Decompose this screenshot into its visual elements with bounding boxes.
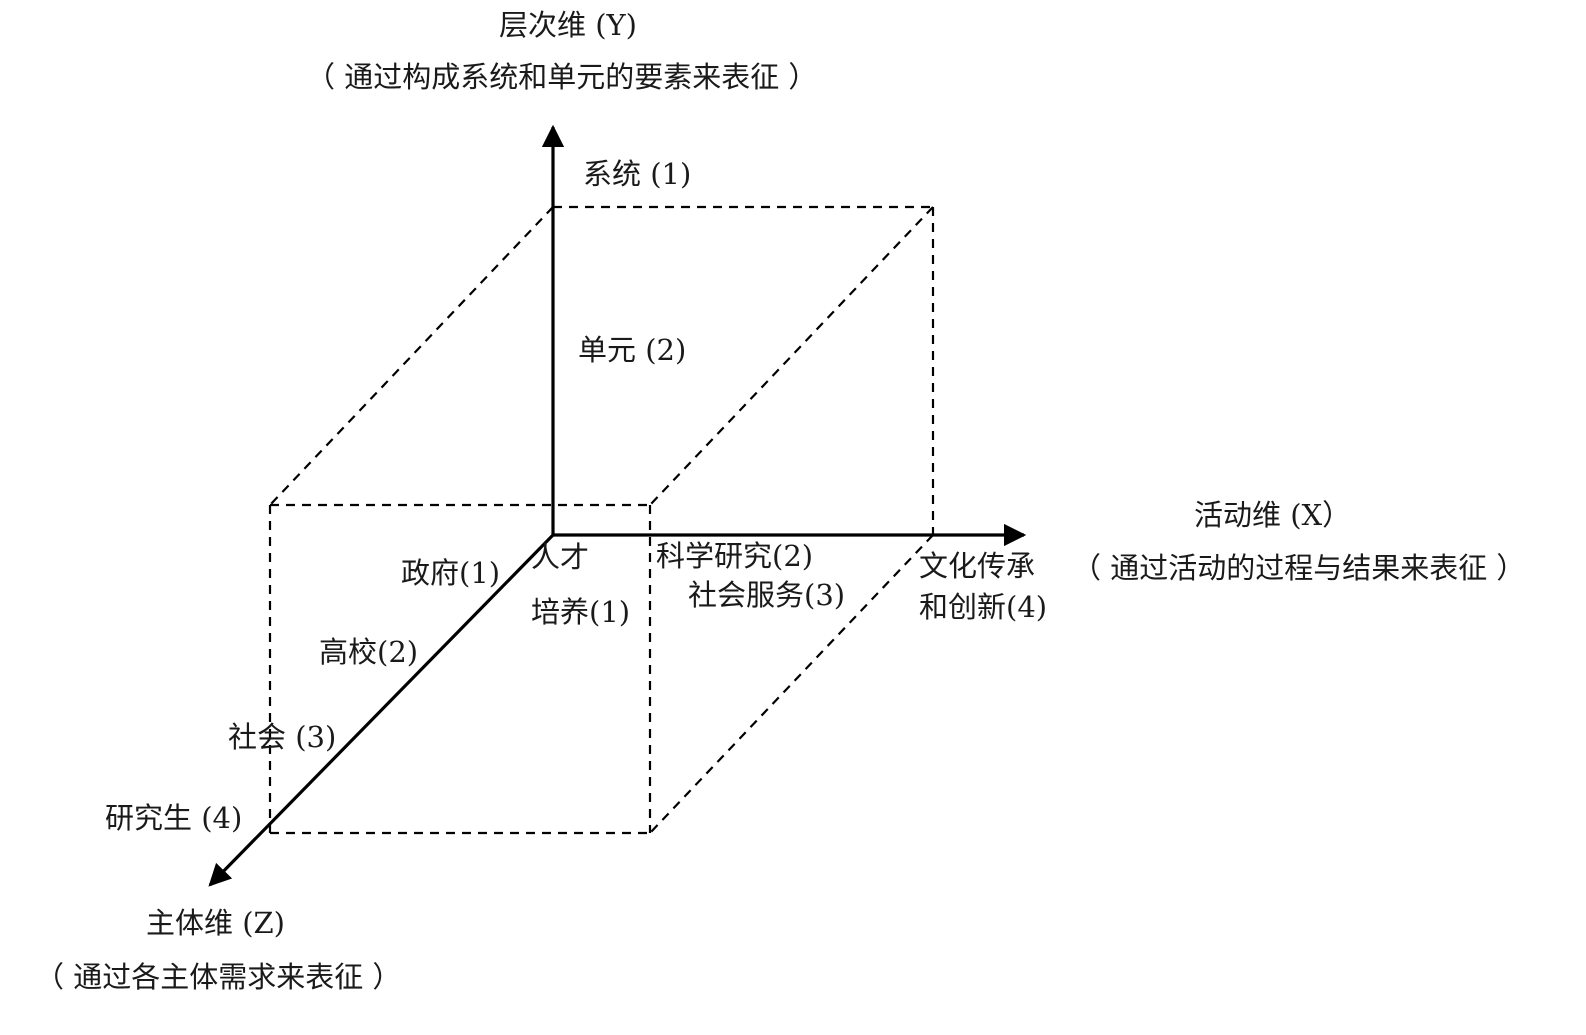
y-axis-title: 层次维 (Y): [499, 8, 637, 42]
z-axis-subtitle: （ 通过各主体需求来表征 ）: [35, 960, 402, 994]
z-tick-society: 社会 (3): [228, 720, 337, 754]
z-axis: [208, 533, 555, 887]
cube-edge: [649, 534, 934, 834]
axes: [208, 124, 1027, 887]
dashed-cube: [268, 205, 935, 835]
x-tick-service: 社会服务(3): [688, 578, 846, 612]
cube-edge: [269, 206, 554, 506]
z-tick-university: 高校(2): [319, 635, 419, 669]
x-tick-culture-line2: 和创新(4): [919, 590, 1048, 624]
x-tick-talent-line1: 人才: [531, 540, 590, 574]
y-tick-unit: 单元 (2): [578, 333, 687, 367]
x-axis-title: 活动维 (X）: [1194, 498, 1352, 532]
z-tick-government: 政府(1): [401, 556, 501, 590]
x-tick-culture-line1: 文化传承: [919, 549, 1036, 583]
z-axis-title: 主体维 (Z): [146, 906, 285, 940]
cube-edge: [649, 206, 934, 506]
x-axis-subtitle: （ 通过活动的过程与结果来表征 ）: [1072, 551, 1526, 585]
x-tick-research: 科学研究(2): [656, 539, 814, 573]
y-axis-subtitle: （ 通过构成系统和单元的要素来表征 ）: [306, 60, 818, 94]
y-tick-system: 系统 (1): [583, 157, 692, 191]
x-tick-talent-line2: 培养(1): [531, 595, 631, 629]
z-tick-graduate: 研究生 (4): [105, 801, 243, 835]
